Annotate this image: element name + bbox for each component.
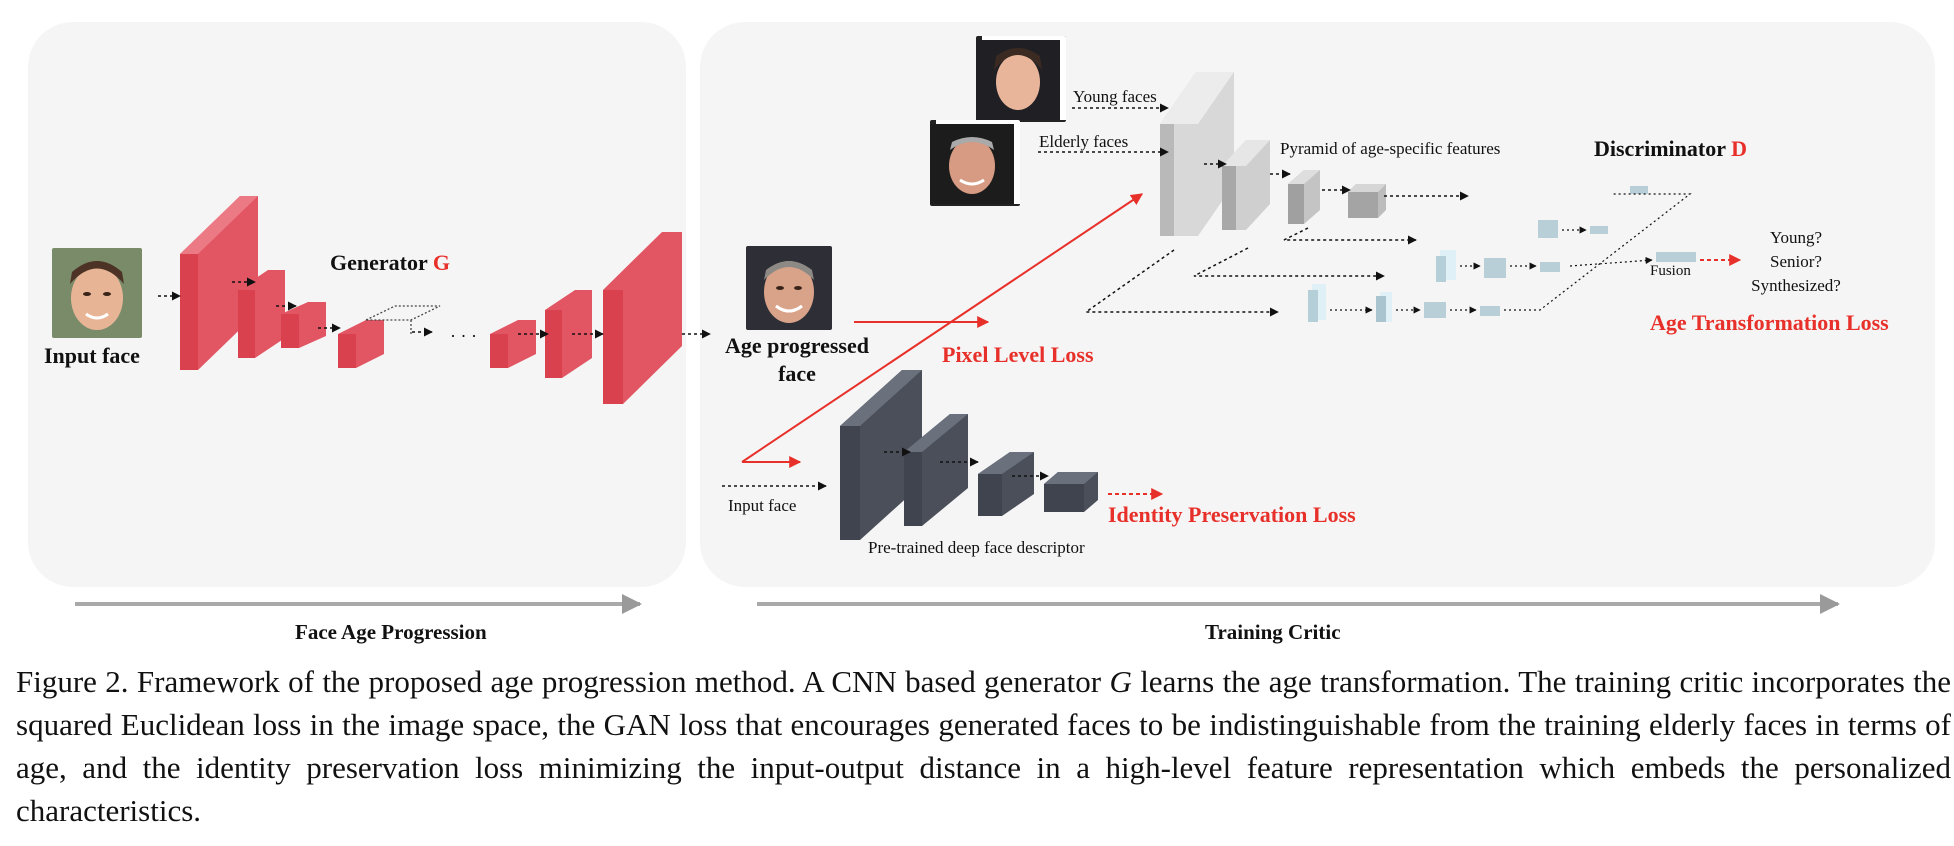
input-face-label: Input face [44,343,140,368]
pyramid-label: Pyramid of age-specific features [1280,139,1501,158]
discriminator-network [1160,72,1386,236]
figure-caption: Figure 2. Framework of the proposed age … [16,660,1951,832]
age-progressed-line1: Age progressed [724,333,869,358]
pixel-loss-lines [741,193,1143,468]
output-senior: Senior? [1770,252,1822,271]
caption-text: learns the age transformation. The train… [16,664,1951,828]
pyramid-arrows [1330,193,1692,314]
age-progressed-label: Age progressed face [712,332,882,388]
left-panel-title: Face Age Progression [295,620,487,644]
age-transformation-loss: Age Transformation Loss [1650,310,1889,335]
descriptor-label: Pre-trained deep face descriptor [868,538,1085,557]
discriminator-arrows [1038,103,1469,317]
age-progressed-line2: face [778,361,816,386]
discriminator-title-text: Discriminator [1594,136,1726,161]
descriptor-input-label: Input face [728,496,797,515]
elderly-faces-label: Elderly faces [1039,132,1129,151]
generator-title-letter: G [432,250,450,275]
generator-title-text: Generator [330,250,428,275]
caption-symbol: G [1109,664,1132,699]
left-panel [28,22,686,587]
pyramid-features [1308,186,1696,322]
descriptor-arrows [722,447,1049,491]
age-progressed-face-image [746,246,832,330]
discriminator-title: Discriminator D [1594,136,1747,162]
identity-preservation-loss: Identity Preservation Loss [1108,502,1356,527]
generator-ellipsis: · · · [450,326,477,346]
face-descriptor-network [840,370,1098,540]
generator-network [180,196,682,404]
input-face-image [52,248,142,338]
generator-title: Generator G [330,250,450,276]
caption-prefix: Figure 2. Framework of the proposed age … [16,664,1110,699]
discriminator-title-letter: D [1731,136,1747,161]
fusion-label: Fusion [1650,263,1691,279]
young-faces-stack [976,36,1066,122]
right-panel-title: Training Critic [1205,620,1341,644]
elderly-faces-stack [930,120,1020,206]
generator-arrows [158,277,711,339]
discriminator-output: Young? Senior? Synthesized? [1736,226,1856,298]
output-synthesized: Synthesized? [1751,276,1841,295]
young-faces-label: Young faces [1073,87,1157,106]
output-young: Young? [1769,228,1823,247]
pixel-level-loss: Pixel Level Loss [942,342,1094,367]
